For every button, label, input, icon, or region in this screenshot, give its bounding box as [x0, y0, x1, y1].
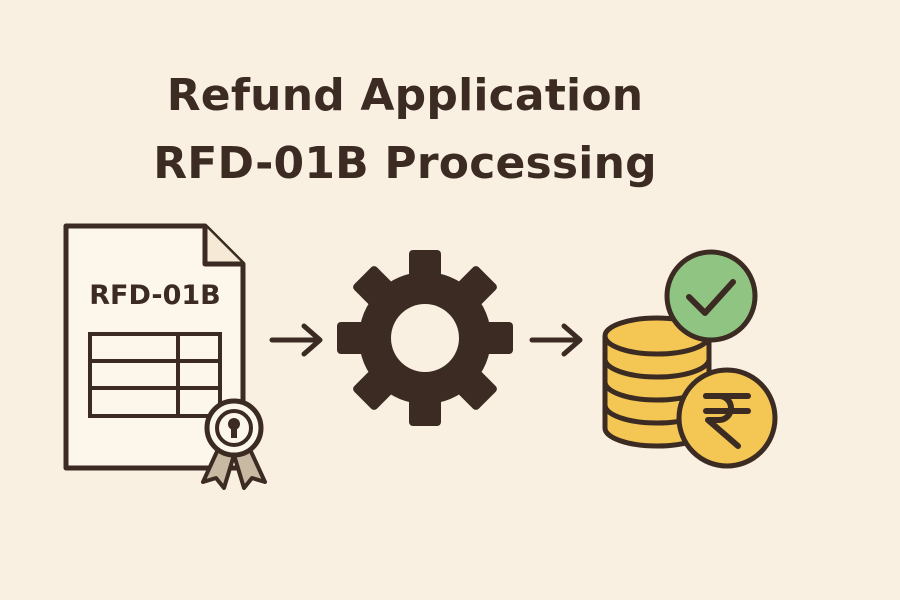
arrow-right-icon-2 [529, 323, 583, 357]
document-label: RFD-01B [89, 280, 221, 311]
arrow-right-icon [269, 323, 323, 357]
page-title: Refund Application RFD-01B Processing [0, 62, 810, 198]
certificate-seal-icon [201, 398, 267, 490]
gear-icon [337, 250, 513, 426]
rupee-coin-icon [676, 367, 778, 469]
title-line-2: RFD-01B Processing [153, 138, 657, 189]
document-table [88, 332, 222, 418]
checkmark-badge-icon [664, 249, 758, 343]
title-line-1: Refund Application [166, 70, 644, 121]
document-icon: RFD-01B [63, 223, 246, 471]
